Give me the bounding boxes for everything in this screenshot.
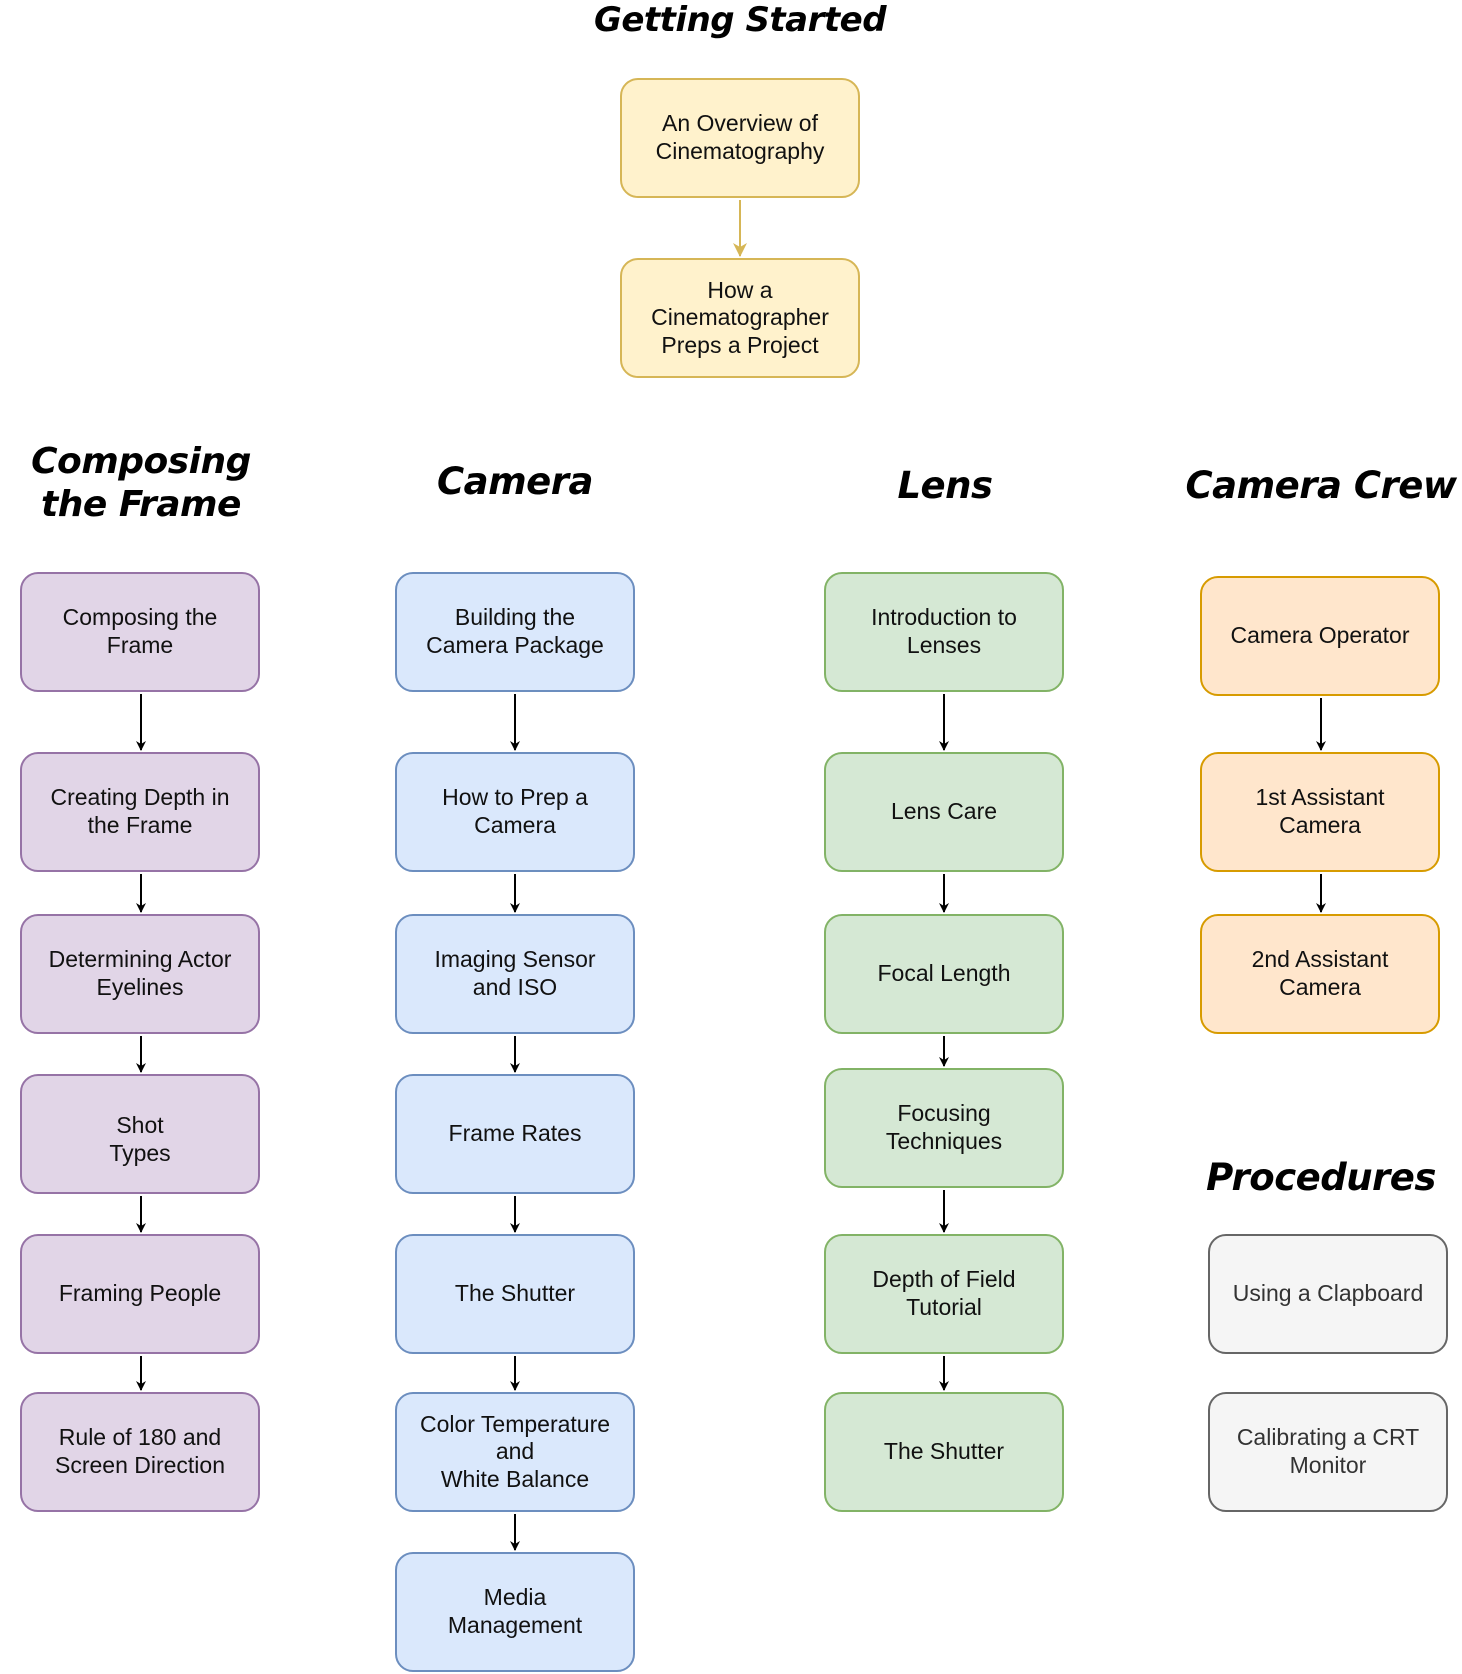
node-label: The Shutter <box>454 1280 576 1307</box>
node-label: Depth of Field Tutorial <box>872 1266 1016 1320</box>
node-label: Framing People <box>58 1280 222 1307</box>
node-overview-of-cinematography[interactable]: An Overview of Cinematography <box>620 78 860 198</box>
node-label: Imaging Sensor and ISO <box>434 946 596 1000</box>
heading-camera: Camera <box>437 460 593 503</box>
node-label: Media Management <box>447 1584 583 1638</box>
node-label: Shot Types <box>109 1112 171 1166</box>
node-label: Creating Depth in the Frame <box>50 784 230 838</box>
node-label: An Overview of Cinematography <box>655 110 825 164</box>
heading-procedures: Procedures <box>1206 1156 1436 1199</box>
node-label: Color Temperature and White Balance <box>419 1410 611 1492</box>
heading-getting-started: Getting Started <box>593 0 887 40</box>
node-label: 1st Assistant Camera <box>1255 784 1385 838</box>
node-label: The Shutter <box>883 1438 1005 1465</box>
node-calibrating-crt-monitor[interactable]: Calibrating a CRT Monitor <box>1208 1392 1448 1512</box>
node-how-to-prep-camera[interactable]: How to Prep a Camera <box>395 752 635 872</box>
node-introduction-to-lenses[interactable]: Introduction to Lenses <box>824 572 1064 692</box>
node-label: Determining Actor Eyelines <box>48 946 232 1000</box>
node-using-clapboard[interactable]: Using a Clapboard <box>1208 1234 1448 1354</box>
node-the-shutter-lens[interactable]: The Shutter <box>824 1392 1064 1512</box>
node-shot-types[interactable]: Shot Types <box>20 1074 260 1194</box>
node-color-temperature[interactable]: Color Temperature and White Balance <box>395 1392 635 1512</box>
node-label: How a Cinematographer Preps a Project <box>651 276 829 358</box>
node-actor-eyelines[interactable]: Determining Actor Eyelines <box>20 914 260 1034</box>
heading-camera-crew: Camera Crew <box>1185 464 1457 507</box>
heading-composing-the-frame: Composing the Frame <box>31 441 251 526</box>
heading-lens: Lens <box>897 464 993 507</box>
node-imaging-sensor-iso[interactable]: Imaging Sensor and ISO <box>395 914 635 1034</box>
node-label: Calibrating a CRT Monitor <box>1236 1424 1420 1478</box>
node-label: Focal Length <box>877 960 1011 987</box>
node-rule-of-180[interactable]: Rule of 180 and Screen Direction <box>20 1392 260 1512</box>
node-creating-depth[interactable]: Creating Depth in the Frame <box>20 752 260 872</box>
node-building-camera-package[interactable]: Building the Camera Package <box>395 572 635 692</box>
node-label: Using a Clapboard <box>1232 1280 1424 1307</box>
node-label: Camera Operator <box>1230 622 1410 649</box>
node-label: Rule of 180 and Screen Direction <box>54 1424 226 1478</box>
node-frame-rates[interactable]: Frame Rates <box>395 1074 635 1194</box>
node-media-management[interactable]: Media Management <box>395 1552 635 1672</box>
node-2nd-assistant-camera[interactable]: 2nd Assistant Camera <box>1200 914 1440 1034</box>
node-label: Frame Rates <box>448 1120 582 1147</box>
node-focusing-techniques[interactable]: Focusing Techniques <box>824 1068 1064 1188</box>
node-camera-operator[interactable]: Camera Operator <box>1200 576 1440 696</box>
node-how-cinematographer-preps[interactable]: How a Cinematographer Preps a Project <box>620 258 860 378</box>
node-label: Building the Camera Package <box>426 604 604 658</box>
node-label: Introduction to Lenses <box>871 604 1017 658</box>
node-lens-care[interactable]: Lens Care <box>824 752 1064 872</box>
node-label: 2nd Assistant Camera <box>1251 946 1389 1000</box>
node-label: Lens Care <box>890 798 998 825</box>
node-depth-of-field[interactable]: Depth of Field Tutorial <box>824 1234 1064 1354</box>
node-framing-people[interactable]: Framing People <box>20 1234 260 1354</box>
node-label: Focusing Techniques <box>885 1100 1003 1154</box>
node-label: How to Prep a Camera <box>442 784 588 838</box>
node-1st-assistant-camera[interactable]: 1st Assistant Camera <box>1200 752 1440 872</box>
node-composing-the-frame[interactable]: Composing the Frame <box>20 572 260 692</box>
node-the-shutter-camera[interactable]: The Shutter <box>395 1234 635 1354</box>
node-focal-length[interactable]: Focal Length <box>824 914 1064 1034</box>
node-label: Composing the Frame <box>62 604 218 658</box>
